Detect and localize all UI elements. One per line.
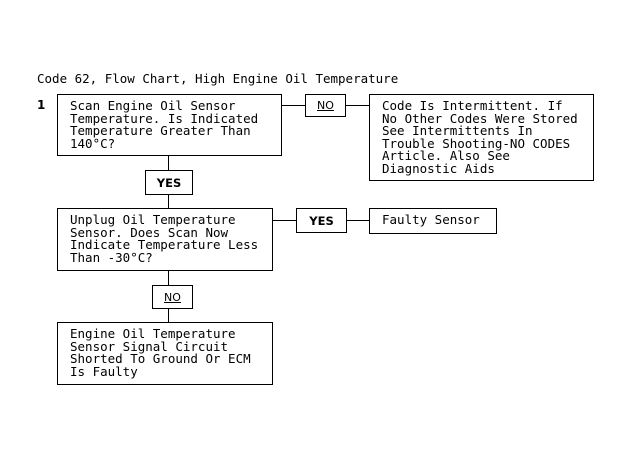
box-scan-sensor: Scan Engine Oil Sensor Temperature. Is I… [57, 94, 282, 156]
box-intermittent: Code Is Intermittent. If No Other Codes … [369, 94, 594, 181]
connector-no-box5 [168, 309, 169, 322]
connector-yes-faulty [347, 220, 369, 221]
connector-box3-yes [273, 220, 296, 221]
box-unplug-sensor: Unplug Oil Temperature Sensor. Does Scan… [57, 208, 273, 271]
label-no-2: NO [152, 285, 193, 309]
label-no-2-text: NO [164, 290, 181, 304]
box-faulty-sensor: Faulty Sensor [369, 208, 497, 234]
connector-box3-no [168, 271, 169, 285]
label-no-1-text: NO [317, 99, 334, 112]
connector-box1-no [282, 105, 305, 106]
chart-title: Code 62, Flow Chart, High Engine Oil Tem… [37, 71, 399, 86]
box-faulty-sensor-text: Faulty Sensor [382, 212, 480, 227]
label-yes-1-text: YES [156, 175, 182, 190]
box-intermittent-text: Code Is Intermittent. If No Other Codes … [382, 98, 578, 176]
connector-yes-box3 [168, 195, 169, 208]
label-yes-1: YES [145, 170, 193, 195]
box-shorted-circuit: Engine Oil Temperature Sensor Signal Cir… [57, 322, 273, 385]
box-shorted-circuit-text: Engine Oil Temperature Sensor Signal Cir… [70, 326, 251, 379]
box-unplug-sensor-text: Unplug Oil Temperature Sensor. Does Scan… [70, 212, 259, 265]
label-no-1: NO [305, 94, 346, 117]
box-scan-sensor-text: Scan Engine Oil Sensor Temperature. Is I… [70, 98, 259, 151]
label-yes-2: YES [296, 208, 347, 233]
connector-box1-yes [168, 156, 169, 170]
label-yes-2-text: YES [309, 213, 334, 228]
step-number: 1 [37, 98, 46, 112]
connector-no-intermittent [346, 105, 369, 106]
